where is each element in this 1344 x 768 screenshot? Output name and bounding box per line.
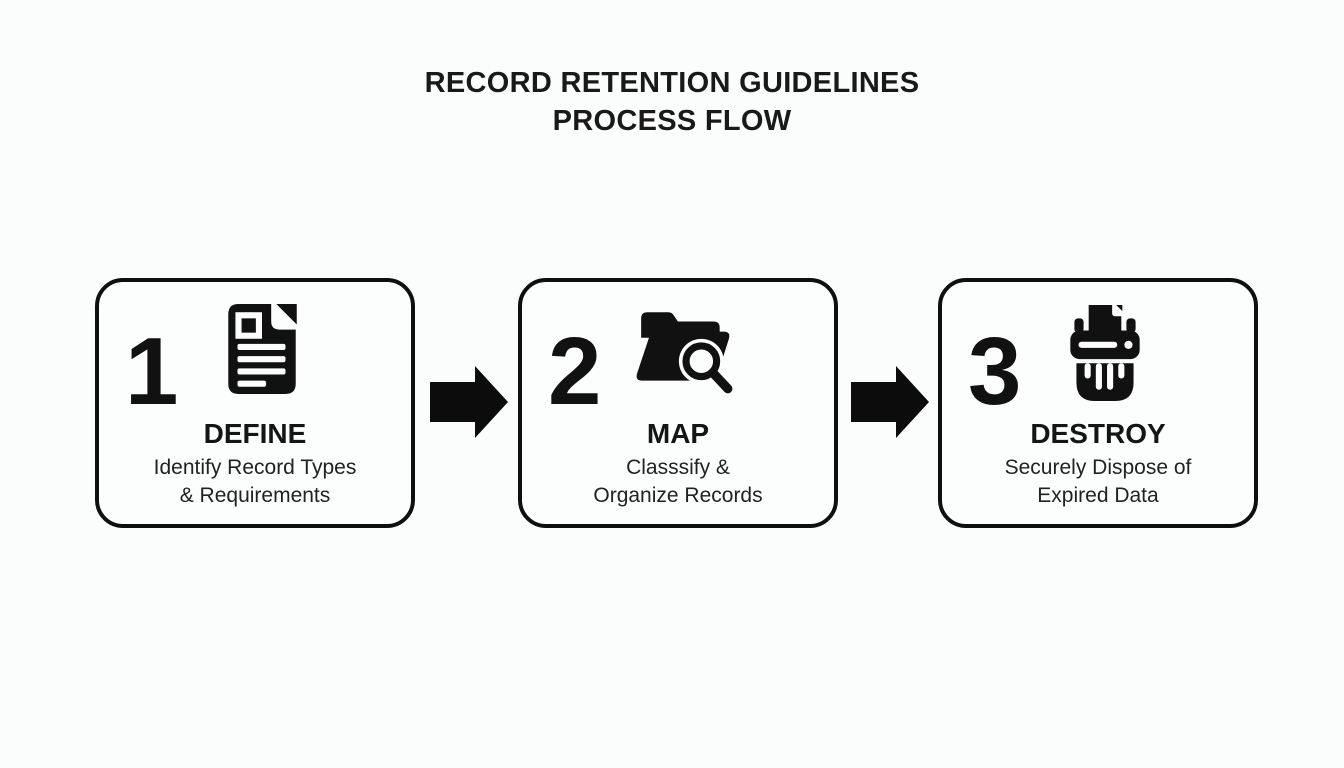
step-description-line1: Securely Dispose of: [1004, 456, 1192, 479]
step-description-line2: Expired Data: [1037, 484, 1159, 507]
document-icon: [99, 302, 411, 396]
step-number: 1: [125, 318, 179, 425]
step-number: 3: [968, 318, 1022, 425]
step-box-define: 1 DEFINE Identify Record Types & Require…: [95, 278, 415, 528]
step-description-line2: & Requirements: [179, 484, 331, 507]
step-box-map: 2 MAP Classsify & Organize Records: [518, 278, 838, 528]
diagram-title: RECORD RETENTION GUIDELINES PROCESS FLOW: [0, 64, 1344, 140]
step-heading: DESTROY: [1030, 418, 1166, 449]
diagram-title-line2: PROCESS FLOW: [552, 105, 792, 137]
step-heading: MAP: [646, 418, 710, 449]
step-box-destroy: 3 DESTROY Securely Dispose of Expired Da…: [938, 278, 1258, 528]
flow-arrow-icon: [851, 366, 929, 443]
step-heading: DEFINE: [203, 418, 307, 449]
flow-arrow-icon: [430, 366, 508, 443]
step-description-line2: Organize Records: [593, 484, 763, 507]
diagram-title-line1: RECORD RETENTION GUIDELINES: [424, 67, 920, 99]
step-description: Identify Record Types & Requirements: [99, 454, 411, 510]
step-description: Classsify & Organize Records: [522, 454, 834, 510]
step-description-line1: Classsify &: [626, 456, 730, 479]
folder-search-icon: [522, 302, 834, 394]
step-description: Securely Dispose of Expired Data: [942, 454, 1254, 510]
step-number: 2: [548, 318, 602, 425]
shredder-icon: [942, 302, 1254, 404]
step-description-line1: Identify Record Types: [153, 456, 357, 479]
